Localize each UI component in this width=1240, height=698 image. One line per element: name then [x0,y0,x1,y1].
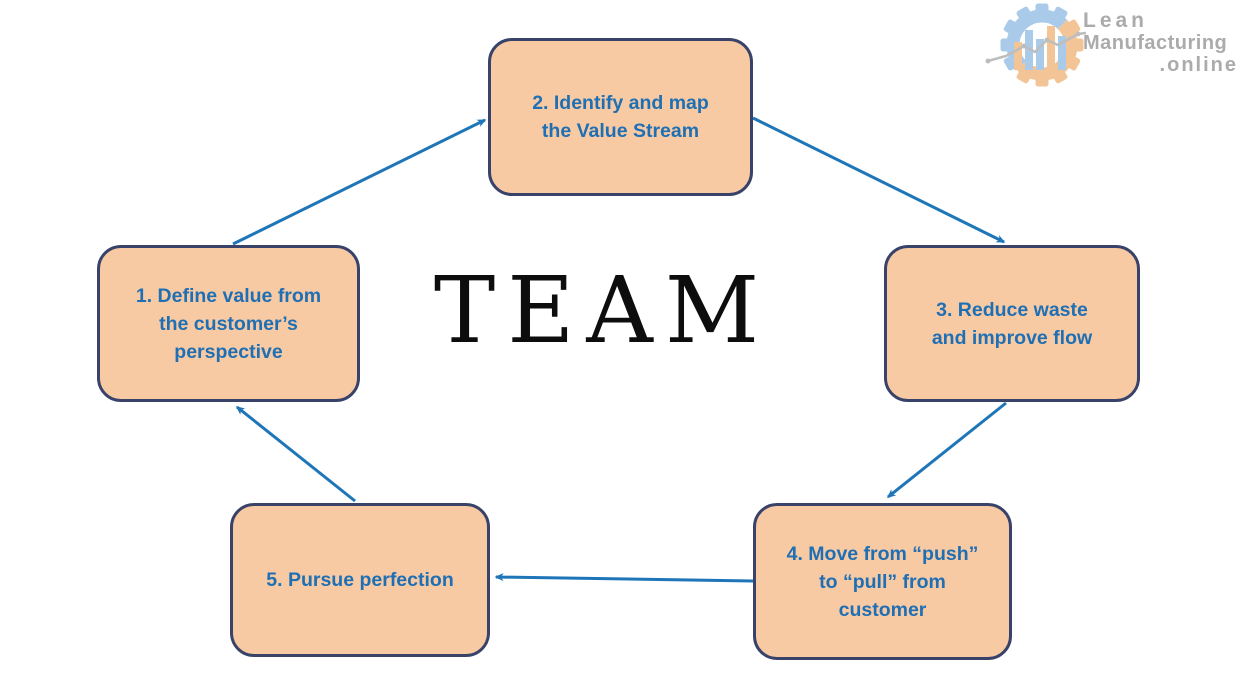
step-4-label: 4. Move from “push” to “pull” from custo… [786,542,979,621]
step-box-1: 1. Define value from the customer’s pers… [97,245,360,402]
logo-line-lean: Lean [1083,9,1148,32]
step-box-3: 3. Reduce waste and improve flow [884,245,1140,402]
arrow-step5-to-step1 [235,405,356,503]
logo-line-online: .online [1160,54,1238,76]
arrow-step4-to-step5 [494,573,754,583]
logo-wordmark: Lean Manufacturing .online [1083,9,1238,76]
step-box-5: 5. Pursue perfection [230,503,490,657]
step-box-4: 4. Move from “push” to “pull” from custo… [753,503,1012,660]
arrow-step3-to-step4 [886,401,1007,499]
step-1-label: 1. Define value from the customer’s pers… [135,284,322,363]
arrow-step2-to-step3 [752,116,1006,244]
trend-line-icon [985,31,1087,64]
step-box-2: 2. Identify and map the Value Stream [488,38,753,196]
lean-manufacturing-logo: Lean Manufacturing .online [985,0,1238,90]
step-3-label: 3. Reduce waste and improve flow [931,298,1093,349]
step-2-label: 2. Identify and map the Value Stream [532,92,709,142]
arrow-step1-to-step2 [232,118,487,246]
logo-line-manufacturing: Manufacturing [1083,32,1227,54]
step-5-label: 5. Pursue perfection [266,569,454,591]
center-title: TEAM [433,257,772,364]
